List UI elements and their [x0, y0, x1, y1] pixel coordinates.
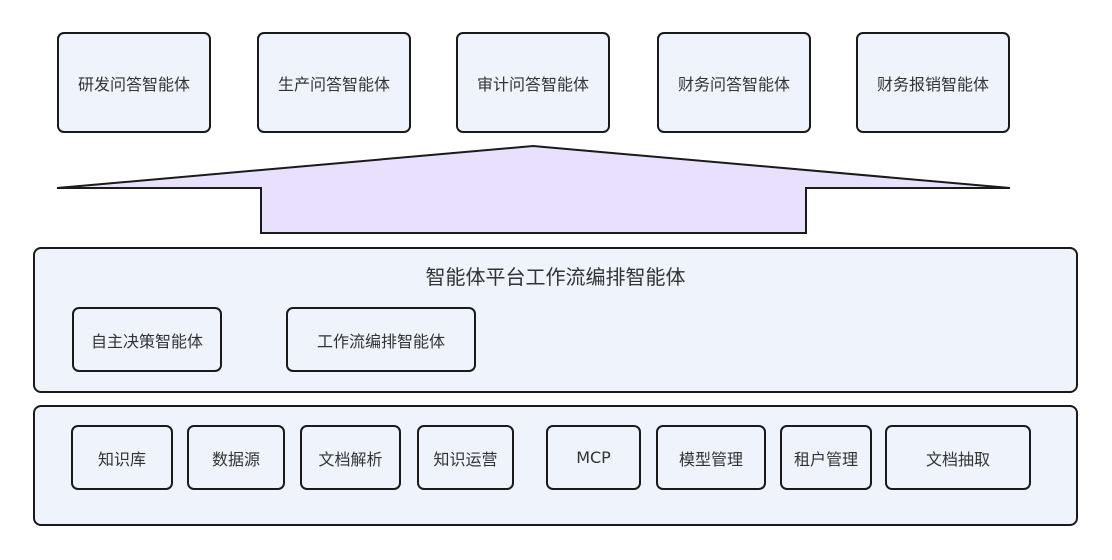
- top-agent-label: 财务问答智能体: [677, 74, 790, 94]
- foundation-item-box: 模型管理: [656, 425, 766, 490]
- foundation-item-label: 知识运营: [433, 449, 498, 469]
- foundation-item-label: 数据源: [211, 449, 260, 469]
- foundation-item-box: 文档抽取: [885, 425, 1031, 490]
- top-agent-box: 审计问答智能体: [456, 32, 610, 133]
- foundation-item-label: MCP: [576, 448, 611, 467]
- top-agent-label: 审计问答智能体: [476, 74, 589, 94]
- platform-item-box: 自主决策智能体: [72, 307, 222, 372]
- foundation-item-box: 数据源: [187, 425, 285, 490]
- foundation-item-box: MCP: [546, 425, 641, 490]
- foundation-item-box: 知识运营: [417, 425, 514, 490]
- platform-title: 智能体平台工作流编排智能体: [425, 265, 686, 289]
- top-agent-box: 研发问答智能体: [57, 32, 211, 133]
- top-agent-label: 研发问答智能体: [77, 74, 190, 94]
- foundation-item-box: 租户管理: [780, 425, 872, 490]
- top-agent-box: 财务问答智能体: [657, 32, 811, 133]
- foundation-item-box: 知识库: [71, 425, 173, 490]
- foundation-item-label: 知识库: [97, 449, 146, 469]
- foundation-item-box: 文档解析: [300, 425, 401, 490]
- top-agent-box: 财务报销智能体: [856, 32, 1010, 133]
- foundation-item-label: 文档解析: [318, 449, 383, 469]
- platform-item-label: 自主决策智能体: [90, 331, 203, 351]
- platform-item-box: 工作流编排智能体: [286, 307, 476, 372]
- platform-item-label: 工作流编排智能体: [316, 331, 445, 351]
- top-agent-box: 生产问答智能体: [257, 32, 411, 133]
- foundation-item-label: 文档抽取: [925, 449, 990, 469]
- foundation-item-label: 模型管理: [678, 449, 743, 469]
- foundation-item-label: 租户管理: [793, 449, 858, 469]
- top-agent-label: 财务报销智能体: [876, 74, 989, 94]
- top-agent-label: 生产问答智能体: [277, 74, 390, 94]
